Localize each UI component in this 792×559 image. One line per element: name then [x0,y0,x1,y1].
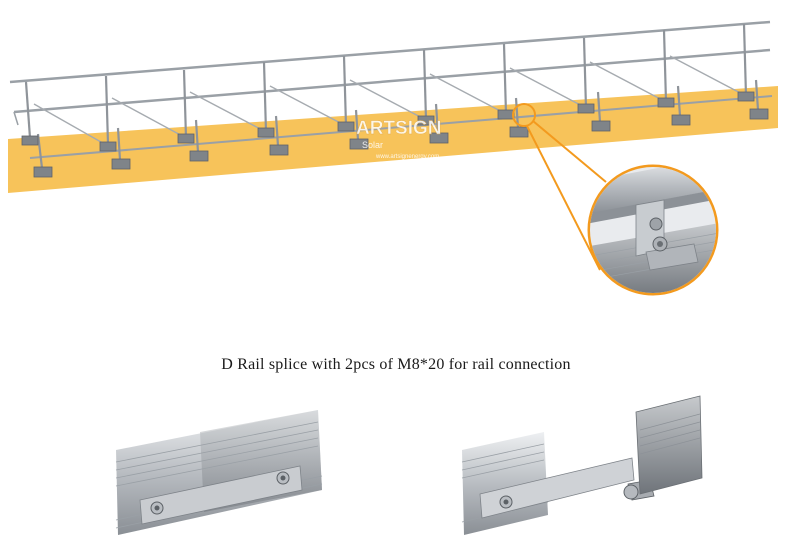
ballast-blocks [21,91,769,178]
splice-exploded [461,395,703,535]
watermark-brand: ARTSIGN [356,118,442,139]
legs [24,23,760,169]
frame-rails [9,20,773,159]
watermark-logo: ARTSIGN Solar www.artsignenergy.com [356,118,442,160]
watermark-sub: Solar [362,140,383,150]
diagram-caption: D Rail splice with 2pcs of M8*20 for rai… [221,356,571,373]
braces [33,55,747,147]
splice-assembled [115,410,323,535]
watermark-url: www.artsignenergy.com [375,154,439,160]
